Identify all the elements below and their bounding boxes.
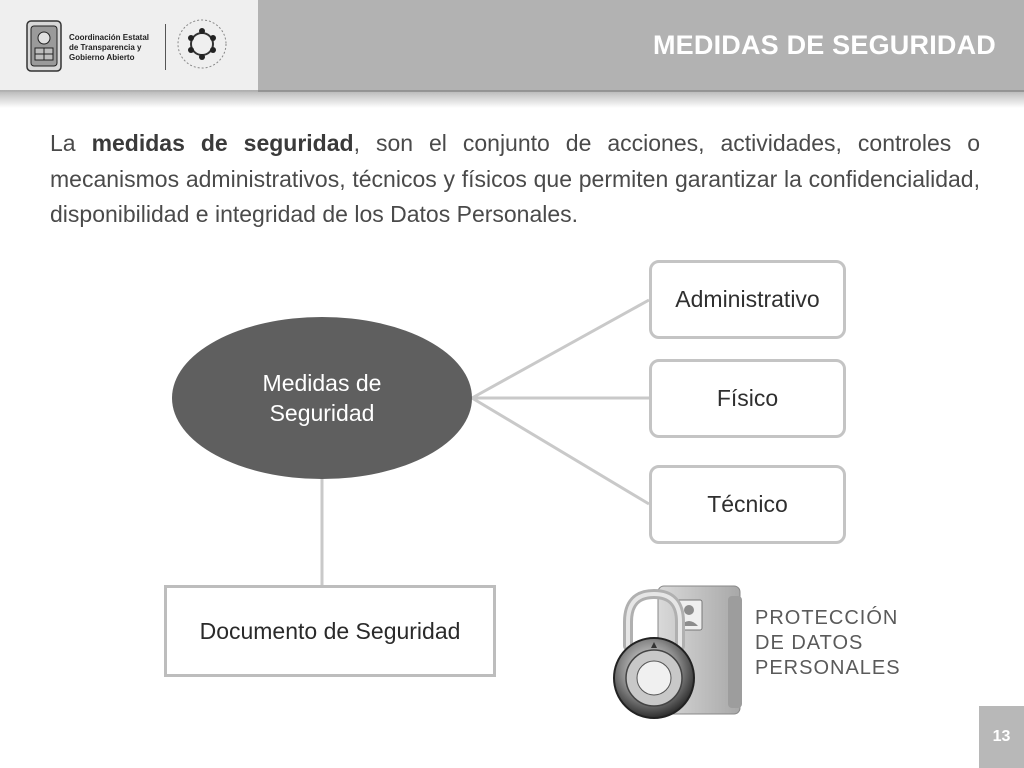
- center-node-label: Medidas de Seguridad: [262, 370, 382, 426]
- center-node-ellipse: [172, 317, 472, 479]
- connector-tecnico: [471, 396, 650, 506]
- slide-header: Coordinación Estatal de Transparencia y …: [0, 0, 1024, 108]
- logo-area: Coordinación Estatal de Transparencia y …: [0, 0, 258, 92]
- connector-administrativo: [471, 298, 650, 400]
- page-number: 13: [979, 706, 1024, 768]
- title-bar: MEDIDAS DE SEGURIDAD: [258, 0, 1024, 92]
- padlock-folder-icon: [613, 585, 742, 719]
- header-shadow: [0, 90, 1024, 108]
- state-seal-icon: [26, 20, 62, 72]
- logo-divider: [165, 24, 166, 70]
- document-node: Documento de Seguridad: [164, 585, 496, 677]
- slide-title: MEDIDAS DE SEGURIDAD: [652, 30, 996, 60]
- intro-paragraph: La medidas de seguridad, son el conjunto…: [50, 130, 980, 227]
- transparency-emblem-icon: [177, 19, 227, 69]
- branch-administrativo: Administrativo: [649, 260, 846, 339]
- branch-tecnico: Técnico: [649, 465, 846, 544]
- org-name: Coordinación Estatal de Transparencia y …: [69, 33, 150, 62]
- branch-fisico: Físico: [649, 359, 846, 438]
- intro-bold-term: medidas de seguridad: [91, 130, 354, 156]
- protection-caption: PROTECCIÓN DE DATOS PERSONALES: [755, 607, 901, 679]
